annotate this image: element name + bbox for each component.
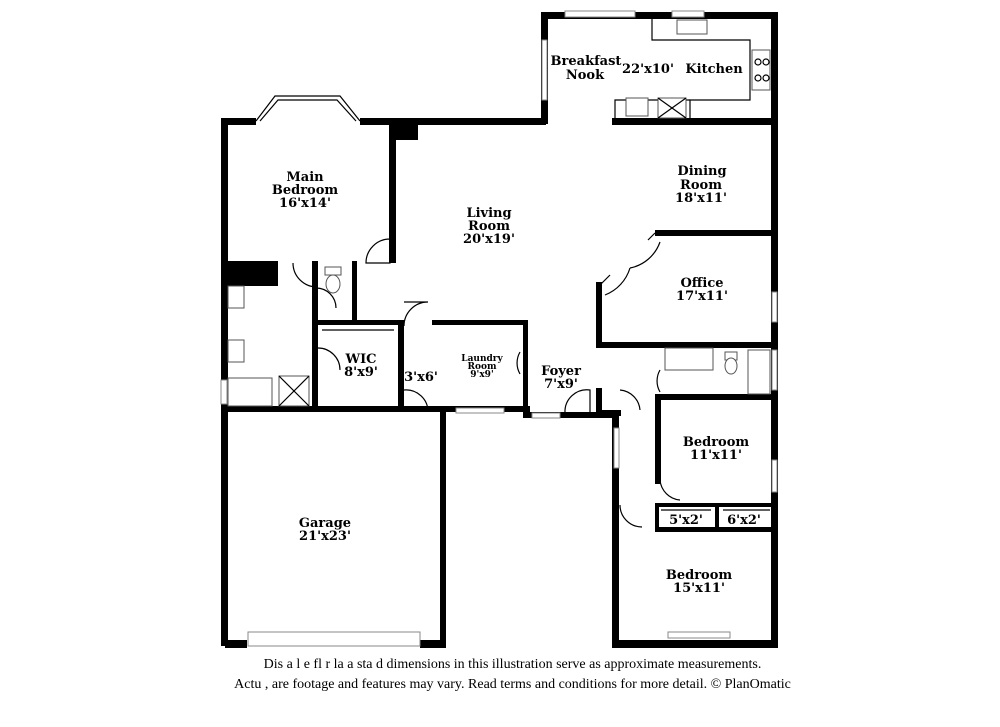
disclaimer-line-1: Dis a l e fl r la a sta d dimensions in … [263, 657, 762, 672]
room-garage: Garage 21'x23' [299, 516, 351, 544]
room-kitchen: 22'x10' Kitchen [622, 62, 743, 77]
bedroom-3-name: Bedroom [666, 568, 733, 583]
wic-dims: 8'x9' [344, 365, 378, 380]
room-office: Office 17'x11' [676, 276, 728, 304]
room-foyer: Foyer 7'x9' [541, 364, 581, 392]
foyer-name: Foyer [541, 364, 581, 379]
room-closet-a: 5'x2' [669, 513, 703, 528]
laundry-room-name-2: Room [467, 362, 496, 372]
fixtures [227, 17, 771, 511]
breakfast-nook-name-1: Breakfast [551, 54, 622, 69]
doors [292, 238, 681, 528]
windows [220, 10, 778, 647]
room-breakfast-nook: Breakfast Nook [551, 54, 622, 83]
bedroom-2-name: Bedroom [683, 435, 750, 450]
room-closet-b: 6'x2' [727, 513, 761, 528]
kitchen-dims: 22'x10' [622, 62, 674, 77]
disclaimer: Dis a l e fl r la a sta d dimensions in … [0, 655, 1000, 695]
room-bedroom-2: Bedroom 11'x11' [683, 435, 750, 463]
room-wic: WIC 8'x9' [344, 352, 378, 380]
living-room-name-1: Living [466, 206, 511, 221]
foyer-dims: 7'x9' [544, 377, 578, 392]
closet-b-dims: 6'x2' [727, 513, 761, 528]
office-name: Office [680, 276, 723, 291]
breakfast-nook-name-2: Nook [566, 68, 605, 83]
disclaimer-line-2: Actu , are footage and features may vary… [234, 677, 791, 692]
room-main-bedroom: Main Bedroom 16'x14' [272, 170, 339, 211]
room-bedroom-3: Bedroom 15'x11' [666, 568, 733, 596]
dining-room-name-1: Dining [677, 164, 726, 179]
walls [221, 12, 778, 648]
main-bedroom-name-2: Bedroom [272, 183, 339, 198]
bedroom-2-dims: 11'x11' [690, 448, 742, 463]
kitchen-name: Kitchen [685, 62, 743, 77]
garage-dims: 21'x23' [299, 529, 351, 544]
closet-a-dims: 5'x2' [669, 513, 703, 528]
bedroom-3-dims: 15'x11' [673, 581, 725, 596]
living-room-name-2: Room [468, 219, 510, 234]
room-living-room: Living Room 20'x19' [463, 206, 515, 247]
room-laundry-room: Laundry Room 9'x9' [461, 354, 503, 380]
dining-room-name-2: Room [680, 178, 722, 193]
wic-name: WIC [344, 352, 376, 367]
laundry-room-dims: 9'x9' [470, 370, 493, 380]
hall-closet-dims: 3'x6' [404, 370, 438, 385]
laundry-room-name-1: Laundry [461, 354, 503, 364]
garage-name: Garage [299, 516, 351, 531]
dining-room-dims: 18'x11' [675, 191, 727, 206]
living-room-dims: 20'x19' [463, 232, 515, 247]
main-bedroom-name-1: Main [286, 170, 324, 185]
office-dims: 17'x11' [676, 289, 728, 304]
room-dining-room: Dining Room 18'x11' [675, 164, 727, 206]
room-hall-closet: 3'x6' [404, 370, 438, 385]
main-bedroom-dims: 16'x14' [279, 196, 331, 211]
